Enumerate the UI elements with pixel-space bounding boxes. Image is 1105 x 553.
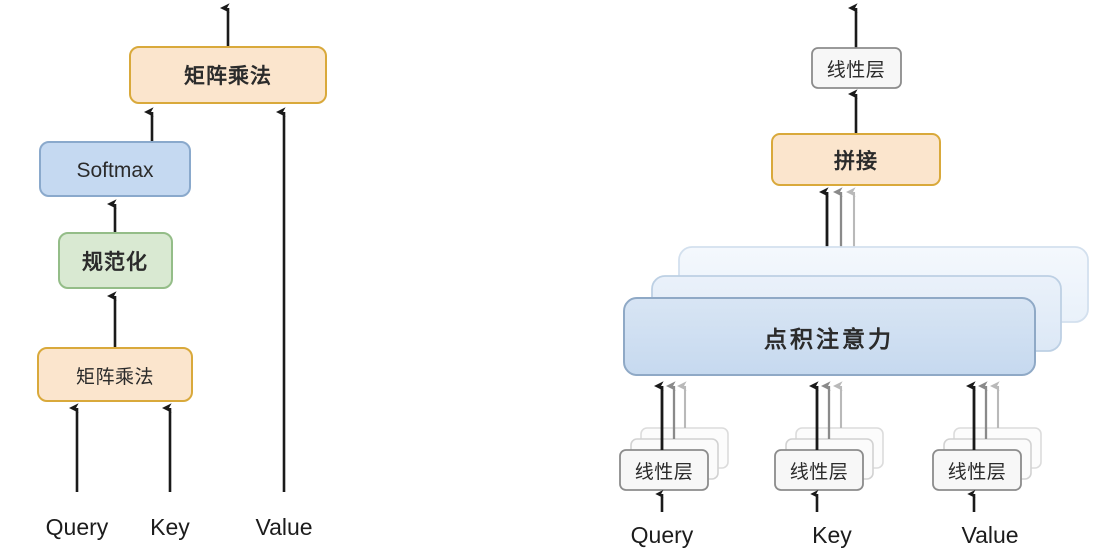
node-matmul-bottom-box bbox=[37, 347, 193, 402]
node-linear-out[interactable]: 线性层 bbox=[811, 47, 902, 89]
node-linear-out-box bbox=[811, 47, 902, 89]
left-input-label-value: Value bbox=[255, 514, 312, 540]
node-scale-label: 规范化 bbox=[82, 250, 148, 274]
node-linear-value-stack[interactable]: 线性层 bbox=[932, 427, 1042, 491]
right-input-label-value: Value bbox=[961, 522, 1018, 548]
node-linear-query-box-front bbox=[619, 449, 709, 491]
node-matmul-bottom-label: 矩阵乘法 bbox=[76, 366, 154, 388]
left-input-label-query: Query bbox=[46, 514, 109, 540]
right-input-label-query: Query bbox=[631, 522, 694, 548]
node-softmax-box bbox=[39, 141, 191, 197]
node-linear-value-box-front bbox=[932, 449, 1022, 491]
node-scale[interactable]: 规范化 bbox=[58, 232, 173, 289]
node-matmul-bottom[interactable]: 矩阵乘法 bbox=[37, 347, 193, 402]
node-concat-label: 拼接 bbox=[834, 149, 878, 173]
left-panel-scaled-dot-product-attention: 矩阵乘法 Softmax 规范化 矩阵乘法 Query Key Value bbox=[37, 3, 327, 540]
node-linear-key-stack[interactable]: 线性层 bbox=[774, 427, 884, 491]
node-attention-stack[interactable]: 点积注意力 bbox=[623, 246, 1089, 376]
node-attention-label: 点积注意力 bbox=[764, 326, 894, 352]
node-linear-key-box-front bbox=[774, 449, 864, 491]
node-matmul-top-label: 矩阵乘法 bbox=[184, 64, 272, 88]
node-linear-key-label: 线性层 bbox=[790, 461, 849, 483]
node-scale-box bbox=[58, 232, 173, 289]
node-matmul-top[interactable]: 矩阵乘法 bbox=[129, 46, 327, 104]
node-linear-query-label: 线性层 bbox=[635, 461, 694, 483]
node-attention-box-front bbox=[623, 297, 1036, 376]
node-linear-value-label: 线性层 bbox=[948, 461, 1007, 483]
node-matmul-top-box bbox=[129, 46, 327, 104]
node-concat[interactable]: 拼接 bbox=[771, 133, 941, 186]
node-softmax[interactable]: Softmax bbox=[39, 141, 191, 197]
node-concat-box bbox=[771, 133, 941, 186]
right-panel-multi-head-attention: 点积注意力 拼接 线性层 线性层 线性层 bbox=[619, 3, 1089, 548]
node-softmax-label: Softmax bbox=[76, 159, 154, 182]
left-input-label-key: Key bbox=[150, 514, 190, 540]
node-linear-out-label: 线性层 bbox=[827, 59, 886, 81]
right-input-label-key: Key bbox=[812, 522, 852, 548]
